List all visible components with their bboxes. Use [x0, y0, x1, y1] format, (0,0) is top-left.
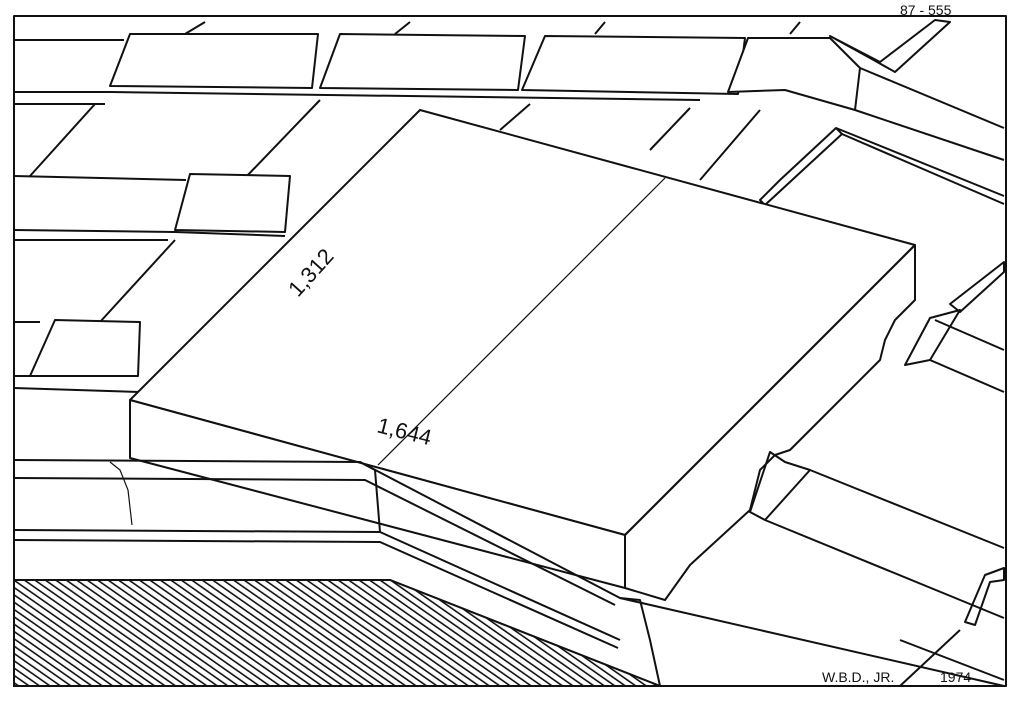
- signature: W.B.D., JR.: [822, 669, 894, 685]
- hatched-wall-panel: [13, 579, 661, 687]
- roof-tile-courses: [13, 21, 801, 393]
- year: 1974: [940, 669, 971, 685]
- tile-caps: [29, 33, 861, 377]
- drawing-number: 87 - 555: [900, 2, 952, 18]
- right-tile-rows: [749, 19, 1005, 687]
- block-center-line: [377, 177, 666, 466]
- block-end-face: [624, 244, 916, 601]
